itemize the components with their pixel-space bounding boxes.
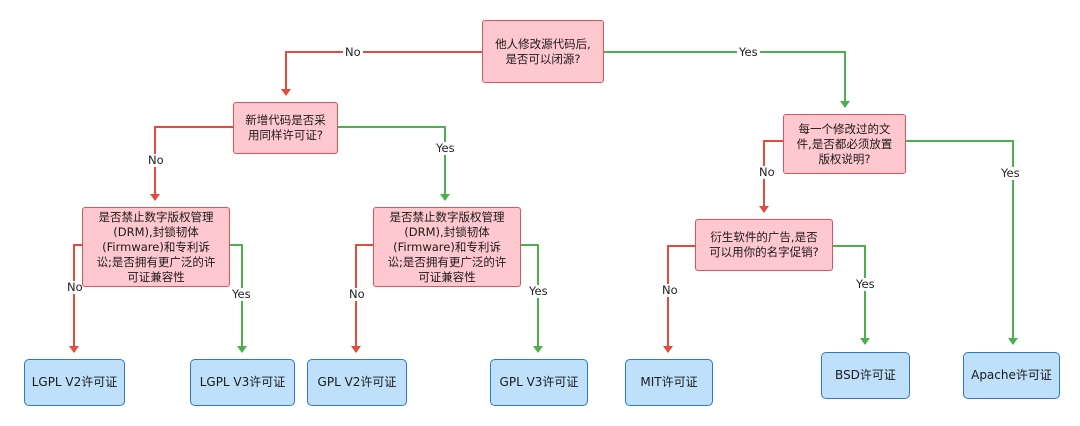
- decision-ads-line: 可以用你的名字促销?: [709, 245, 819, 259]
- decision-drm-left-line: 讼;是否拥有更广泛的许: [96, 254, 216, 269]
- edge-label-ads-no: No: [660, 283, 680, 297]
- decision-drm-right-line: (Firmware)和专利诉: [393, 239, 501, 254]
- edge-drmleft-yes: [230, 244, 247, 353]
- leaf-bsd: BSD许可证: [821, 352, 910, 399]
- edge-label-copyright-no: No: [757, 165, 777, 179]
- edge-label-root-yes: Yes: [737, 45, 760, 59]
- leaf-lgpl-v2: LGPL V2许可证: [24, 359, 125, 406]
- decision-new-code-line: 用同样许可证?: [247, 128, 324, 142]
- decision-ads: 衍生软件的广告,是否 可以用你的名字促销?: [695, 219, 833, 271]
- decision-root: 他人修改源代码后, 是否可以闭源?: [482, 20, 604, 83]
- decision-copyright: 每一个修改过的文 件,是否都必须放置 版权说明?: [783, 114, 906, 174]
- decision-copyright-line: 每一个修改过的文: [798, 121, 891, 136]
- leaf-lgpl-v3: LGPL V3许可证: [190, 359, 295, 406]
- edge-root-yes: [604, 51, 850, 108]
- leaf-mit: MIT许可证: [625, 359, 713, 406]
- edge-ads-no: [663, 245, 695, 353]
- leaf-mit-label: MIT许可证: [640, 375, 698, 389]
- decision-new-code-line: 新增代码是否采: [245, 113, 326, 127]
- decision-drm-right-line: 是否禁止数字版权管理: [389, 209, 505, 224]
- edge-drmright-yes: [521, 244, 543, 353]
- decision-drm-left-line: (Firmware)和专利诉: [102, 239, 210, 254]
- leaf-apache-label: Apache许可证: [971, 368, 1052, 382]
- decision-new-code: 新增代码是否采 用同样许可证?: [233, 102, 338, 154]
- decision-drm-left-line: 是否禁止数字版权管理: [98, 209, 214, 224]
- edge-drmleft-no: [69, 244, 82, 353]
- decision-drm-left-line: 可证兼容性: [127, 269, 185, 284]
- edge-label-drmright-no: No: [347, 287, 367, 301]
- edge-label-newcode-no: No: [146, 153, 166, 167]
- leaf-gpl-v2-label: GPL V2许可证: [317, 375, 397, 389]
- decision-drm-left-line: (DRM),封锁韧体: [113, 224, 199, 239]
- leaf-apache: Apache许可证: [963, 352, 1060, 399]
- edge-label-drmright-yes: Yes: [527, 284, 550, 298]
- edge-drmright-no: [351, 244, 373, 353]
- decision-ads-line: 衍生软件的广告,是否: [710, 230, 818, 244]
- leaf-gpl-v3-label: GPL V3许可证: [499, 375, 579, 389]
- leaf-gpl-v2: GPL V2许可证: [307, 359, 407, 406]
- edge-label-drmleft-yes: Yes: [230, 287, 253, 301]
- edge-root-no: [281, 51, 482, 96]
- decision-drm-right-line: 讼;是否拥有更广泛的许: [387, 254, 507, 269]
- edge-label-drmleft-no: No: [65, 280, 85, 294]
- edge-label-ads-yes: Yes: [854, 277, 877, 291]
- edge-newcode-yes: [338, 126, 450, 201]
- edge-label-newcode-yes: Yes: [434, 141, 457, 155]
- edge-newcode-no: [150, 126, 233, 201]
- leaf-lgpl-v2-label: LGPL V2许可证: [31, 375, 118, 389]
- decision-copyright-line: 版权说明?: [818, 151, 871, 166]
- edge-label-copyright-yes: Yes: [999, 166, 1022, 180]
- edge-label-root-no: No: [343, 45, 363, 59]
- decision-drm-right-line: (DRM),封锁韧体: [404, 224, 490, 239]
- leaf-lgpl-v3-label: LGPL V3许可证: [199, 375, 286, 389]
- edge-ads-yes: [833, 245, 870, 345]
- edge-copyright-no: [759, 140, 783, 213]
- decision-drm-left: 是否禁止数字版权管理 (DRM),封锁韧体 (Firmware)和专利诉 讼;是…: [82, 207, 230, 287]
- leaf-bsd-label: BSD许可证: [835, 368, 896, 382]
- decision-drm-right-line: 可证兼容性: [418, 269, 476, 284]
- decision-copyright-line: 件,是否都必须放置: [796, 136, 893, 151]
- decision-root-line: 他人修改源代码后,: [495, 36, 591, 51]
- leaf-gpl-v3: GPL V3许可证: [490, 359, 588, 406]
- decision-drm-right: 是否禁止数字版权管理 (DRM),封锁韧体 (Firmware)和专利诉 讼;是…: [373, 207, 521, 287]
- decision-root-line: 是否可以闭源?: [505, 51, 581, 66]
- edge-copyright-yes: [906, 140, 1018, 345]
